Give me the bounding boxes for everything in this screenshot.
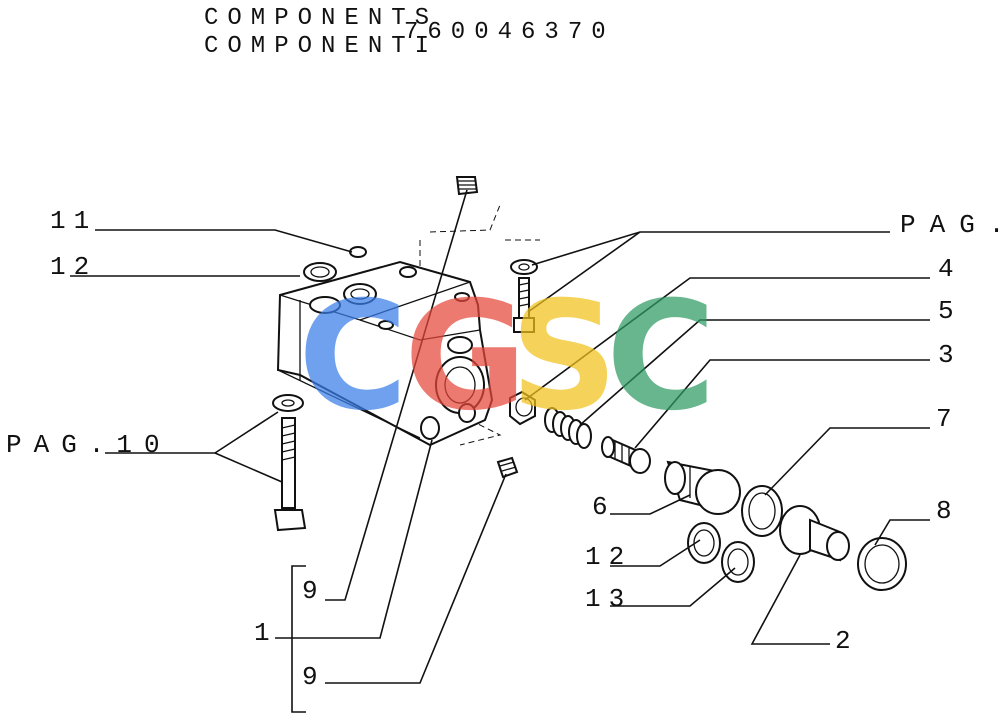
callout-6: 6 [592,492,608,522]
plug-2 [779,505,850,562]
callout-8: 8 [936,496,952,526]
watermark-letter-c1: C [298,270,408,444]
callout-2: 2 [835,626,851,656]
leader-lines [70,189,930,713]
screw-lower-left [272,394,307,532]
callout-5: 5 [938,296,954,326]
callout-1: 1 [254,618,270,648]
spring-guide-3 [601,436,651,474]
callout-labels: 11 12 PAG. 4 5 3 7 8 6 12 13 2 PAG.10 9 … [6,206,1000,692]
watermark-logo: C G S C [298,270,716,444]
callout-9-upper: 9 [302,576,318,606]
watermark-letter-s: S [510,270,618,444]
header-title-it: COMPONENTI [204,33,438,60]
header-part-number: 760046370 [404,19,615,46]
callout-4: 4 [938,254,954,284]
oring-12-top [303,262,337,282]
washer-11 [349,246,367,258]
callout-11: 11 [50,206,97,236]
poppet-4 [509,390,536,426]
callout-12-bottom: 12 [585,542,632,572]
callout-12-top: 12 [50,252,97,282]
valve-body [276,260,494,447]
spring-5 [544,407,592,449]
callout-pag-top: PAG. [900,210,1000,240]
callout-7: 7 [936,404,952,434]
callout-9-lower: 9 [302,662,318,692]
seal-7 [741,485,783,537]
callout-pag-10: PAG.10 [6,430,172,460]
header-title-en: COMPONENTS [204,5,438,32]
piston-6 [664,460,741,515]
callout-3: 3 [938,340,954,370]
snap-ring-8 [857,537,907,591]
orings-lower [687,522,755,583]
header: COMPONENTS COMPONENTI 760046370 [204,5,615,60]
watermark-letter-c2: C [606,270,716,444]
callout-13: 13 [585,584,632,614]
screw-upper [510,259,538,333]
watermark-letter-g: G [404,270,527,444]
